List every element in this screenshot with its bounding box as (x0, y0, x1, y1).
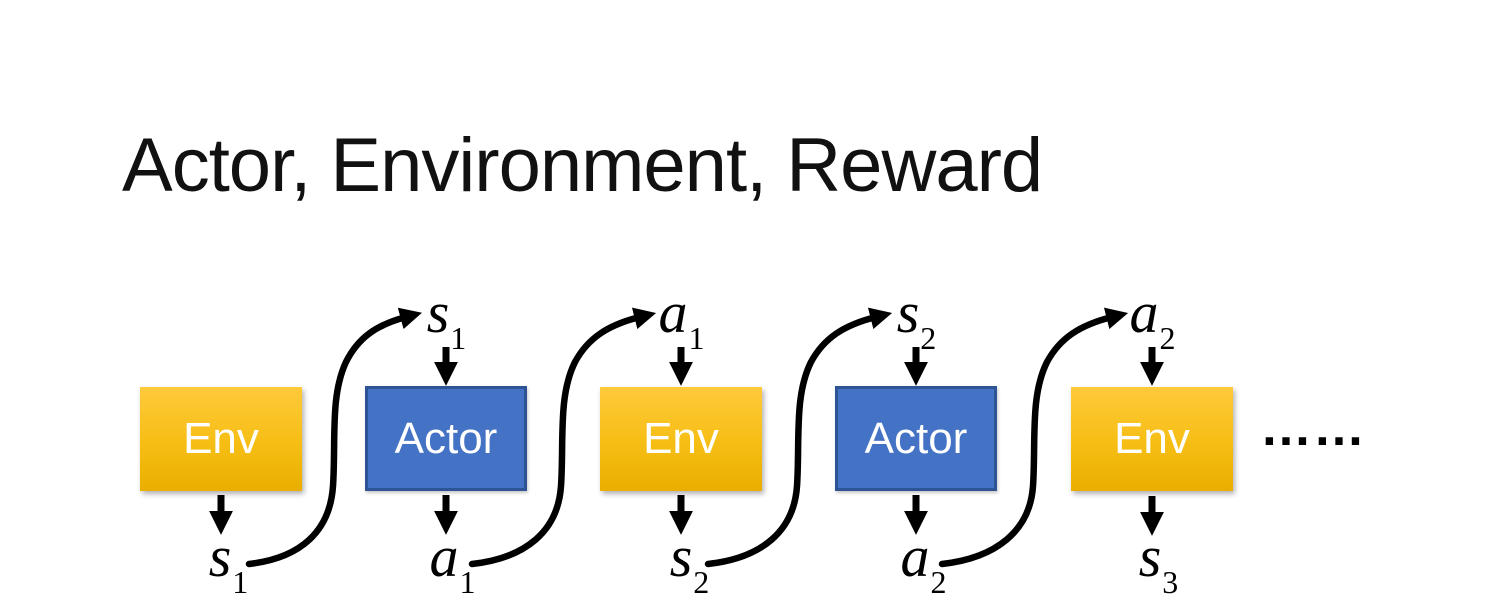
bottom-label: s1 (208, 524, 249, 600)
box-label: Env (1114, 414, 1190, 463)
box-label: Env (183, 414, 259, 463)
actor-box: Actor (835, 386, 997, 491)
env-box: Env (1071, 387, 1233, 491)
top-label: s1 (426, 280, 467, 356)
bottom-label: a2 (900, 524, 947, 600)
bottom-label: a1 (429, 524, 476, 600)
env-box: Env (600, 387, 762, 491)
top-label: s2 (896, 280, 937, 356)
env-box: Env (140, 387, 302, 491)
top-label: a1 (658, 280, 705, 356)
slide-title: Actor, Environment, Reward (122, 123, 1043, 208)
bottom-label: s3 (1138, 524, 1179, 600)
box-label: Actor (394, 413, 498, 463)
top-label: a2 (1129, 280, 1176, 356)
actor-box: Actor (365, 386, 527, 491)
ellipsis-dots: …… (1260, 399, 1366, 457)
box-label: Actor (864, 413, 968, 463)
bottom-label: s2 (669, 524, 710, 600)
box-label: Env (643, 414, 719, 463)
